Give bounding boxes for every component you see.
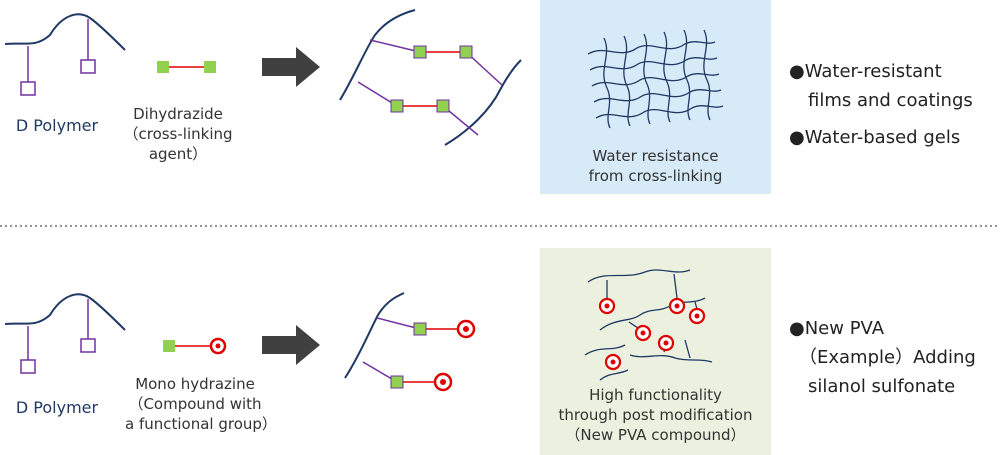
top-crosslinked-structure	[339, 9, 522, 146]
bottom-box-line-1: High functionality	[589, 386, 722, 404]
top-agent-label: Dihydrazide （cross-linking agent）	[118, 104, 238, 164]
bottom-bullet-list: ●New PVA （Example）Adding silanol sulfona…	[789, 314, 976, 401]
bottom-agent-line-3: a functional group）	[125, 415, 277, 433]
top-agent-line-2: （cross-linking	[123, 125, 233, 143]
top-polymer-label: D Polymer	[15, 116, 99, 135]
bottom-arrow	[262, 325, 320, 365]
top-agent-line-3: agent）	[148, 145, 208, 163]
top-bullet-1-cont: films and coatings	[808, 90, 973, 111]
top-box-caption: Water resistance from cross-linking	[540, 146, 771, 186]
bottom-box-caption: High functionality through post modifica…	[540, 385, 771, 445]
bottom-mono-hydrazine-molecule	[163, 337, 227, 355]
top-bullet-2: ●Water-based gels	[789, 127, 961, 148]
modified-polymer-icon	[584, 269, 713, 381]
top-box-line-1: Water resistance	[592, 147, 719, 165]
top-box-line-2: from cross-linking	[588, 167, 723, 185]
bottom-polymer-chain	[4, 293, 126, 374]
bottom-polymer-label: D Polymer	[15, 398, 99, 417]
top-bullet-list: ●Water-resistant films and coatings ●Wat…	[789, 57, 973, 152]
crosslink-mesh-icon	[587, 29, 724, 129]
top-arrow	[262, 47, 320, 87]
top-polymer-chain	[4, 13, 126, 96]
bottom-box-line-3: （New PVA compound）	[565, 426, 746, 444]
bottom-bullet-1-cont: （Example）Adding	[799, 347, 976, 368]
bottom-agent-line-2: （Compound with	[128, 395, 262, 413]
bottom-result-box	[540, 248, 771, 455]
top-agent-line-1: Dihydrazide	[133, 105, 223, 123]
bottom-modified-structure	[344, 292, 476, 392]
bottom-box-line-2: through post modification	[558, 406, 753, 424]
top-dihydrazide-molecule	[157, 61, 216, 73]
bottom-agent-label: Mono hydrazine （Compound with a function…	[125, 374, 277, 434]
bottom-agent-line-1: Mono hydrazine	[135, 375, 255, 393]
functional-group-icons	[598, 297, 706, 371]
bottom-bullet-1: ●New PVA	[789, 318, 885, 339]
bottom-bullet-1-cont-2: silanol sulfonate	[808, 376, 956, 397]
top-result-box	[540, 0, 771, 194]
top-bullet-1: ●Water-resistant	[789, 61, 942, 82]
